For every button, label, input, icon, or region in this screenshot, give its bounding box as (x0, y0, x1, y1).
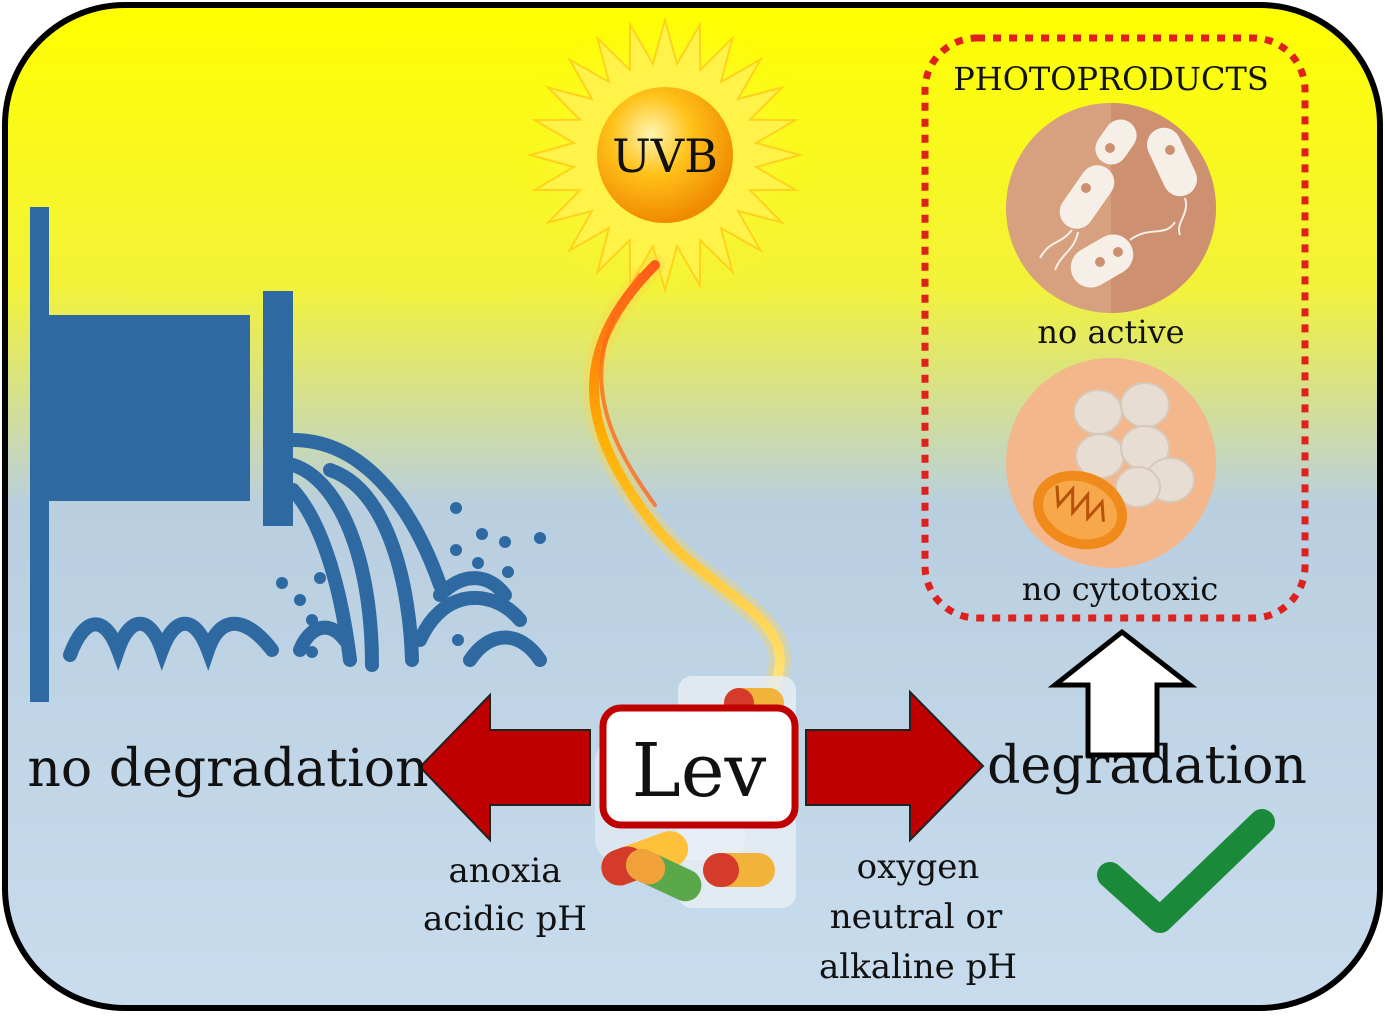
no-cytotoxic-label: no cytotoxic (1022, 570, 1219, 608)
uv-beam (583, 254, 791, 711)
anoxia-label: anoxia (449, 851, 562, 891)
sun-label: UVB (612, 129, 718, 183)
photoproducts-title: PHOTOPRODUCTS (953, 60, 1268, 98)
left-arrow (418, 692, 591, 843)
photoproducts-box (921, 34, 1309, 622)
oxygen-label: oxygen (857, 847, 980, 887)
wastewater-pipe-icon (30, 207, 547, 702)
neutral-or-label: neutral or (830, 897, 1003, 937)
alkaline-ph-label: alkaline pH (819, 947, 1017, 987)
up-arrow (1047, 628, 1198, 758)
right-arrow (805, 689, 985, 843)
lev-label: Lev (632, 728, 767, 814)
check-icon (1097, 809, 1275, 933)
cells-icon (1006, 358, 1216, 568)
lev-box (599, 704, 799, 829)
acidic-ph-label: acidic pH (423, 899, 587, 939)
no-degradation-label: no degradation (27, 739, 428, 799)
sun-icon (515, 5, 815, 305)
no-active-label: no active (1037, 313, 1184, 351)
bacteria-icon (1006, 103, 1216, 313)
